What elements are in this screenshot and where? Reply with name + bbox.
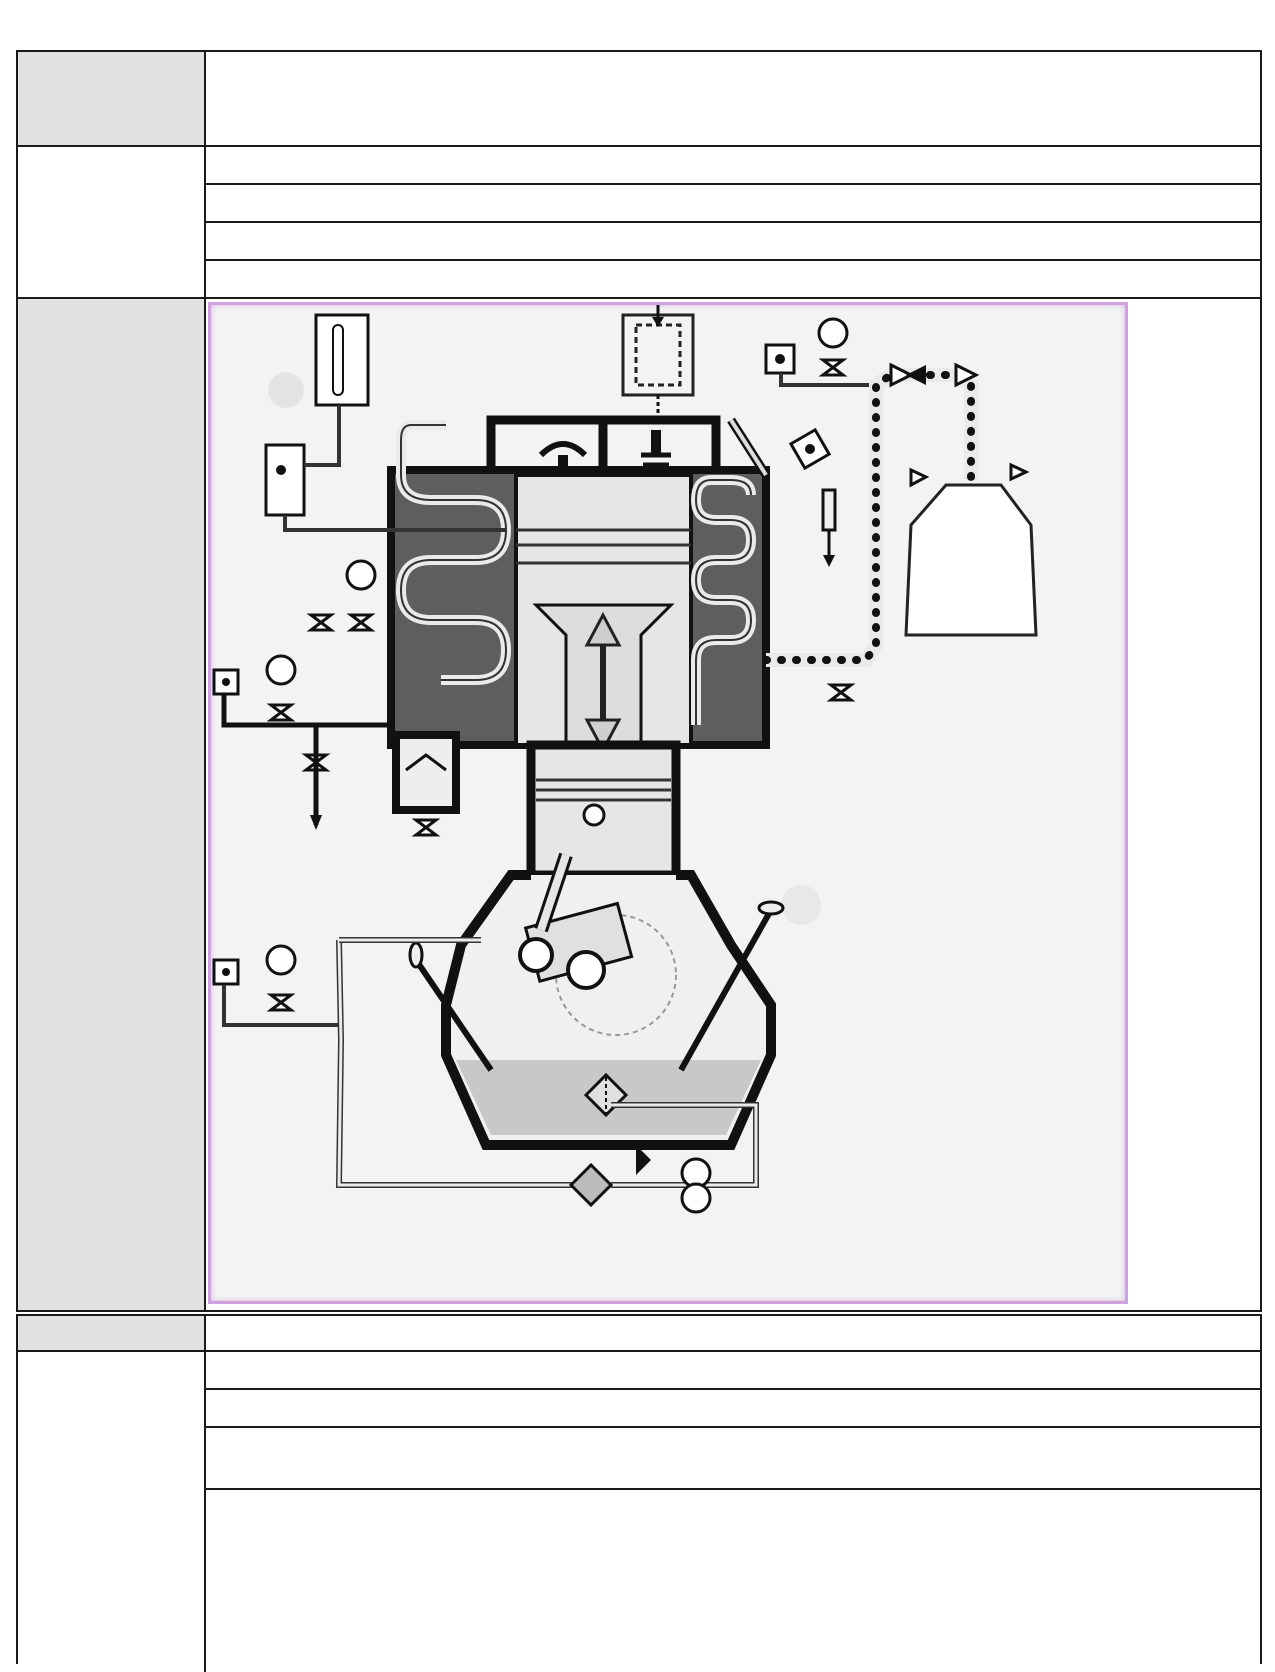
compressor-diagram xyxy=(212,305,1038,1214)
instrument-cluster-right xyxy=(727,317,1038,702)
cylinder-head xyxy=(486,305,721,485)
row-divider xyxy=(206,1350,1260,1352)
row-divider xyxy=(206,1426,1260,1428)
crankcase xyxy=(408,852,785,1150)
row-divider xyxy=(206,183,1260,185)
instrument-cluster-left xyxy=(212,313,506,1027)
cylinder-body xyxy=(387,420,770,754)
label-cell-header xyxy=(18,1316,206,1352)
row-divider xyxy=(206,1388,1260,1390)
spec-table-bottom xyxy=(16,1314,1262,1672)
spec-table-top xyxy=(16,50,1262,1312)
cylinder-lower xyxy=(526,740,681,880)
label-cell-header xyxy=(18,52,206,147)
speck xyxy=(268,372,304,408)
row-divider xyxy=(206,221,1260,223)
speck xyxy=(781,885,821,925)
row-divider xyxy=(206,1488,1260,1490)
compressor-diagram-frame xyxy=(208,302,1128,1304)
row-divider xyxy=(206,259,1260,261)
label-cell-figure xyxy=(18,299,206,1310)
row-divider xyxy=(206,297,1260,299)
label-cell-group xyxy=(18,1352,206,1672)
row-divider xyxy=(206,145,1260,147)
label-cell-group xyxy=(18,147,206,299)
oil-circuit xyxy=(335,937,759,1214)
